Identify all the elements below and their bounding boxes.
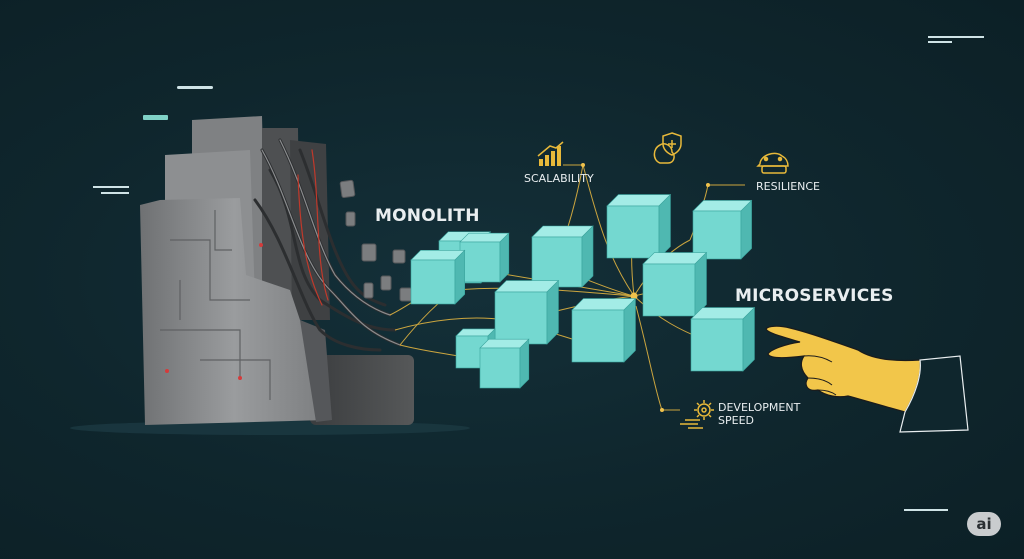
microservice-cube bbox=[642, 251, 708, 317]
floating-fragments bbox=[339, 179, 413, 302]
microservice-cube bbox=[606, 193, 672, 259]
robot-car-icon bbox=[756, 152, 789, 174]
ai-badge-icon: ai bbox=[967, 512, 1001, 536]
monolith-block bbox=[140, 116, 414, 425]
monolith-wires bbox=[253, 138, 402, 352]
microservice-cube bbox=[692, 199, 753, 260]
decorative-dashes bbox=[93, 36, 984, 511]
resilience-label: RESILIENCE bbox=[756, 180, 821, 193]
gear-lines-icon bbox=[680, 400, 714, 429]
microservices-label: MICROSERVICES bbox=[735, 286, 894, 306]
shield-cloud-icon bbox=[653, 132, 682, 164]
bar-chart-icon bbox=[537, 141, 564, 166]
scalability-label: SCALABILITY bbox=[524, 172, 594, 185]
microservice-cube bbox=[459, 232, 510, 283]
monolith-label: MONOLITH bbox=[375, 206, 480, 226]
pointing-hand bbox=[765, 325, 969, 433]
microservice-cube bbox=[690, 306, 756, 372]
microservice-cube bbox=[571, 297, 637, 363]
development-label: DEVELOPMENT bbox=[718, 401, 801, 414]
microservice-cube bbox=[494, 279, 560, 345]
speed-label: SPEED bbox=[718, 414, 754, 427]
microservice-cubes bbox=[410, 193, 756, 389]
microservice-cube bbox=[479, 338, 530, 389]
microservice-cube bbox=[531, 225, 594, 288]
microservice-cube bbox=[410, 249, 466, 305]
